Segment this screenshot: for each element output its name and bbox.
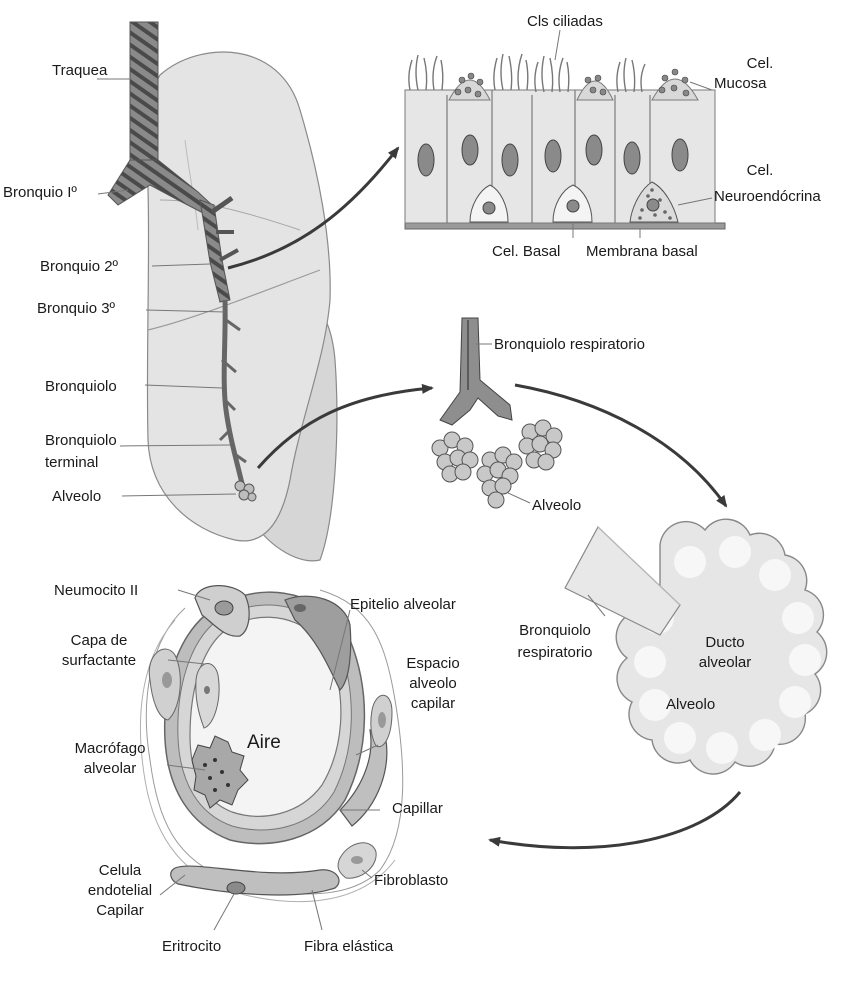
label-bronchiole-alveolo: Alveolo [532, 497, 581, 514]
label-ducto-2: alveolar [690, 654, 760, 671]
label-espacio-1: Espacio [388, 655, 478, 672]
label-cel-neuro-1: Cel. [730, 162, 790, 179]
label-bronquiolo-terminal-2: terminal [45, 454, 98, 471]
label-espacio-3: capilar [388, 695, 478, 712]
label-celula-1: Celula [80, 862, 160, 879]
label-espacio-2: alveolo [388, 675, 478, 692]
label-capillar: Capillar [392, 800, 443, 817]
label-macrofago-2: alveolar [60, 760, 160, 777]
label-lung-alveolo: Alveolo [52, 488, 101, 505]
trachea [130, 22, 158, 162]
label-cls-ciliadas: Cls ciliadas [527, 13, 603, 30]
capillary-band [171, 866, 339, 895]
label-traquea: Traquea [52, 62, 107, 79]
label-capa-2: surfactante [54, 652, 144, 669]
cilia [409, 54, 645, 92]
alveolus-cross-section-illustration [140, 586, 402, 930]
label-eritrocito: Eritrocito [162, 938, 221, 955]
label-membrana-basal: Membrana basal [586, 243, 698, 260]
label-fibra: Fibra elástica [304, 938, 393, 955]
label-duct-alveolo: Alveolo [666, 696, 715, 713]
respiratory-bronchiole [440, 318, 512, 425]
label-bronquiolo-respiratorio: Bronquiolo respiratorio [494, 336, 645, 353]
label-cel-mucosa-1: Cel. [730, 55, 790, 72]
label-aire: Aire [247, 734, 281, 751]
label-neumocito: Neumocito II [54, 582, 138, 599]
basement-membrane [405, 223, 725, 229]
label-duct-bronquiolo-2: respiratorio [500, 644, 610, 661]
alveolar-sac [432, 420, 562, 508]
ciliated-epithelium-illustration [405, 30, 725, 238]
label-bronquiolo: Bronquiolo [45, 378, 117, 395]
lung-illustration [97, 22, 337, 561]
label-capa-1: Capa de [54, 632, 144, 649]
label-celula-2: endotelial [80, 882, 160, 899]
label-ducto-1: Ducto [690, 634, 760, 651]
arrow-to-section [490, 792, 740, 848]
label-macrofago-1: Macrófago [60, 740, 160, 757]
label-duct-bronquiolo-1: Bronquiolo [500, 622, 610, 639]
label-cel-mucosa-2: Mucosa [714, 75, 767, 92]
label-bronquio-3: Bronquio 3º [37, 300, 115, 317]
label-epitelio: Epitelio alveolar [350, 596, 456, 613]
label-celula-3: Capilar [80, 902, 160, 919]
label-bronquiolo-terminal-1: Bronquiolo [45, 432, 117, 449]
label-bronquio-1: Bronquio Iº [3, 184, 77, 201]
label-fibroblasto: Fibroblasto [374, 872, 448, 889]
label-bronquio-2: Bronquio 2º [40, 258, 118, 275]
label-cel-basal: Cel. Basal [492, 243, 560, 260]
label-cel-neuro-2: Neuroendócrina [714, 188, 821, 205]
